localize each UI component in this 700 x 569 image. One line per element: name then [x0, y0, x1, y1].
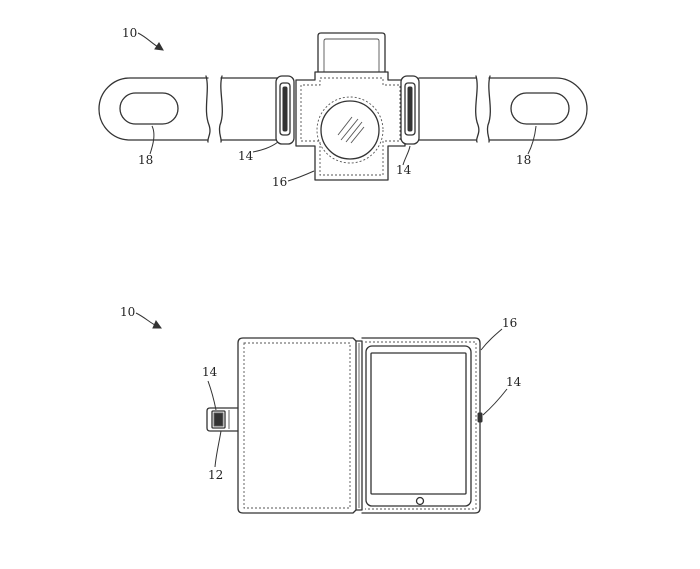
right-strap-end	[486, 75, 588, 143]
ref-12-leader	[214, 430, 222, 468]
left-tab	[206, 407, 239, 432]
left-cover	[237, 337, 357, 514]
right-case	[361, 337, 481, 514]
ref-14-bottom-right-leader	[482, 388, 508, 416]
case-body	[295, 71, 406, 181]
ref-10-top-arrow-head	[154, 42, 164, 51]
ref-14-top-right: 14	[396, 163, 412, 177]
circular-window	[316, 96, 384, 164]
figure-top: 10	[98, 26, 588, 189]
ref-14-bottom-left: 14	[202, 365, 218, 379]
ref-16-top-leader	[287, 170, 315, 182]
left-strap-end	[98, 75, 211, 143]
ref-18-right-leader	[527, 125, 537, 155]
figure-bottom: 10	[120, 305, 522, 514]
ref-14-top-right-leader	[402, 145, 411, 166]
ref-16-top: 16	[272, 175, 287, 189]
left-buckle	[275, 75, 295, 145]
ref-14-bottom-left-leader	[207, 380, 217, 411]
ref-10-bottom-arrow-line	[135, 312, 158, 327]
ref-12: 12	[208, 468, 223, 482]
ref-14-top-left-leader	[252, 141, 279, 153]
top-flap	[317, 32, 386, 73]
ref-16-bottom: 16	[502, 316, 517, 330]
right-buckle	[400, 75, 420, 145]
ref-16-bottom-leader	[480, 328, 503, 351]
ref-10-bottom-arrow-head	[152, 319, 162, 329]
ref-14-bottom-right: 14	[506, 375, 522, 389]
side-fastener	[477, 412, 483, 423]
home-button	[415, 496, 425, 506]
ref-10-top: 10	[122, 26, 137, 40]
ref-10-bottom: 10	[120, 305, 135, 319]
ref-18-left: 18	[138, 153, 153, 167]
left-strap-segment	[218, 75, 280, 143]
spine	[355, 340, 363, 511]
ref-18-left-leader	[149, 125, 155, 155]
ref-14-top-left: 14	[238, 149, 254, 163]
right-strap-segment	[418, 75, 480, 143]
tablet-device	[365, 345, 472, 507]
ref-18-right: 18	[516, 153, 531, 167]
